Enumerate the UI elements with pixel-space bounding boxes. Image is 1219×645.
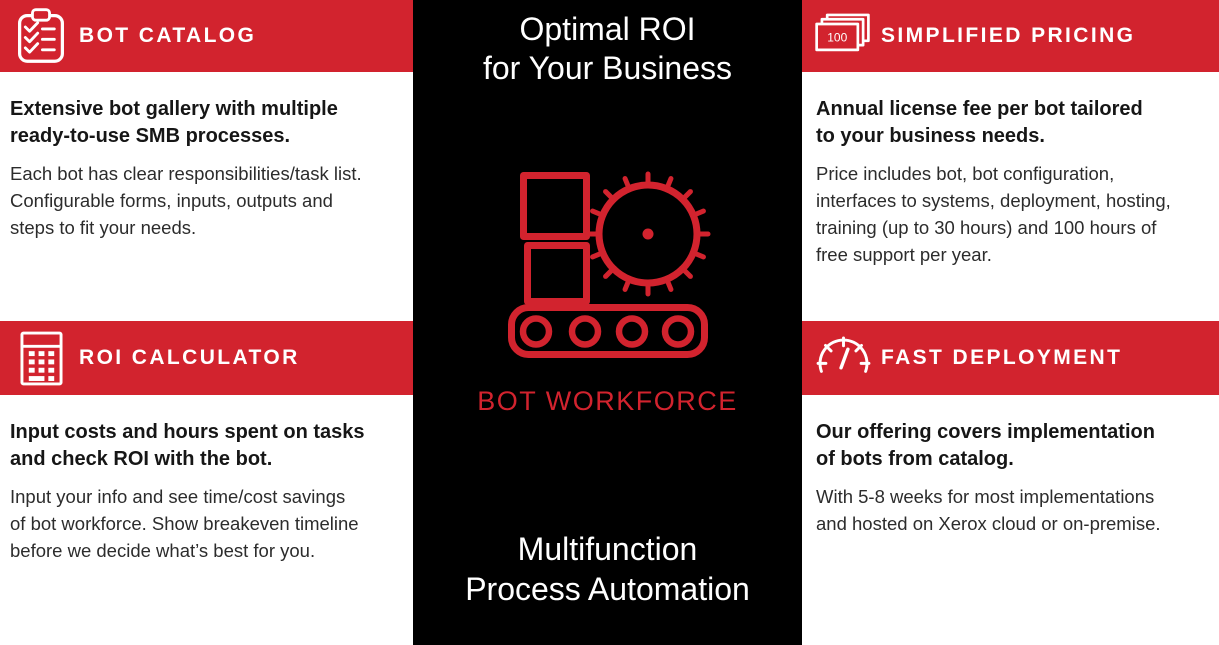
banknotes-icon: 100 — [814, 13, 872, 59]
center-subtitle: Multifunction Process Automation — [465, 531, 750, 607]
banner-bot-catalog: BOT CATALOG — [0, 0, 413, 72]
simplified-pricing-heading: Annual license fee per bot tailored to y… — [816, 98, 1143, 147]
clipboard-checklist-icon — [12, 7, 70, 65]
banner-simplified-pricing: 100 SIMPLIFIED PRICING — [802, 0, 1219, 72]
banner-roi-calculator: ROI CALCULATOR — [0, 321, 413, 395]
banner-label-fast-deployment: FAST DEPLOYMENT — [881, 346, 1123, 369]
roi-calculator-body: Input your info and see time/cost saving… — [10, 486, 359, 561]
bot-catalog-body: Each bot has clear responsibilities/task… — [10, 163, 362, 238]
banner-label-bot-catalog: BOT CATALOG — [79, 24, 257, 47]
calculator-icon — [12, 331, 70, 386]
banner-label-roi-calculator: ROI CALCULATOR — [79, 346, 300, 369]
center-panel — [413, 0, 802, 645]
bot-workforce-icon — [508, 171, 711, 358]
fast-deployment-heading: Our offering covers implementation of bo… — [816, 421, 1155, 470]
fast-deployment-body: With 5-8 weeks for most implementations … — [816, 486, 1161, 534]
bot-catalog-heading: Extensive bot gallery with multiple read… — [10, 98, 338, 147]
gear-spikes — [585, 171, 711, 297]
banknote-value-text: 100 — [827, 31, 847, 45]
simplified-pricing-body: Price includes bot, bot configuration, i… — [816, 163, 1171, 265]
speedometer-icon — [814, 335, 872, 381]
bot-workforce-label: BOT WORKFORCE — [477, 386, 738, 416]
banner-fast-deployment: FAST DEPLOYMENT — [802, 321, 1219, 395]
center-title: Optimal ROI for Your Business — [482, 11, 733, 86]
conveyor-gear-icon — [508, 171, 711, 358]
banner-label-simplified-pricing: SIMPLIFIED PRICING — [881, 24, 1136, 47]
roi-calculator-heading: Input costs and hours spent on tasks and… — [10, 421, 365, 470]
